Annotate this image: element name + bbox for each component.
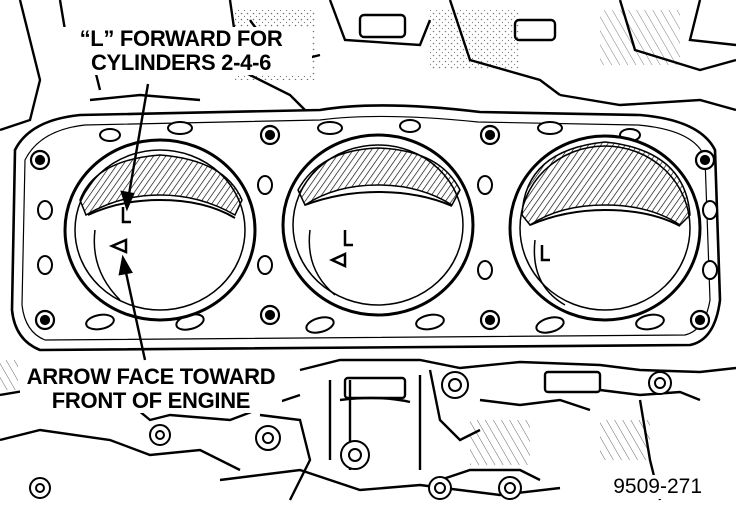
cylinder-bore-middle (281, 133, 475, 317)
block-texture (470, 420, 530, 465)
piston-marks (108, 207, 550, 268)
callout-arrow-face: ARROW FACE TOWARD FRONT OF ENGINE (20, 365, 282, 413)
block-texture (0, 360, 18, 390)
cylinder-bore-left (63, 138, 257, 322)
leader-lines (118, 83, 150, 361)
callout-arrow-face-line-2: FRONT OF ENGINE (51, 388, 251, 413)
l-mark-right (540, 245, 550, 262)
gasket-bolt-holes (29, 124, 716, 331)
leader-l-forward (126, 83, 150, 201)
arrowhead-arrow-face (118, 254, 133, 276)
callout-l-forward-line-2: CYLINDERS 2-4-6 (90, 50, 272, 75)
callout-arrow-face-line-1: ARROW FACE TOWARD (26, 364, 276, 389)
l-mark-middle (343, 230, 353, 247)
arrow-mark-middle (329, 252, 347, 268)
l-mark-left (121, 207, 131, 224)
arrow-mark-left (108, 238, 128, 254)
arrowhead-l-forward (120, 190, 135, 212)
callout-l-forward: “L” FORWARD FOR CYLINDERS 2-4-6 (50, 27, 312, 75)
lower-block-bolts (29, 371, 672, 500)
head-texture (430, 10, 520, 70)
leader-arrow-face (123, 267, 147, 361)
figure-id: 9509-271 (609, 475, 706, 499)
head-gasket (10, 104, 722, 352)
block-texture (600, 420, 650, 460)
callout-l-forward-line-1: “L” FORWARD FOR (79, 26, 283, 51)
head-texture (600, 10, 680, 65)
cylinder-bore-right (508, 134, 702, 322)
